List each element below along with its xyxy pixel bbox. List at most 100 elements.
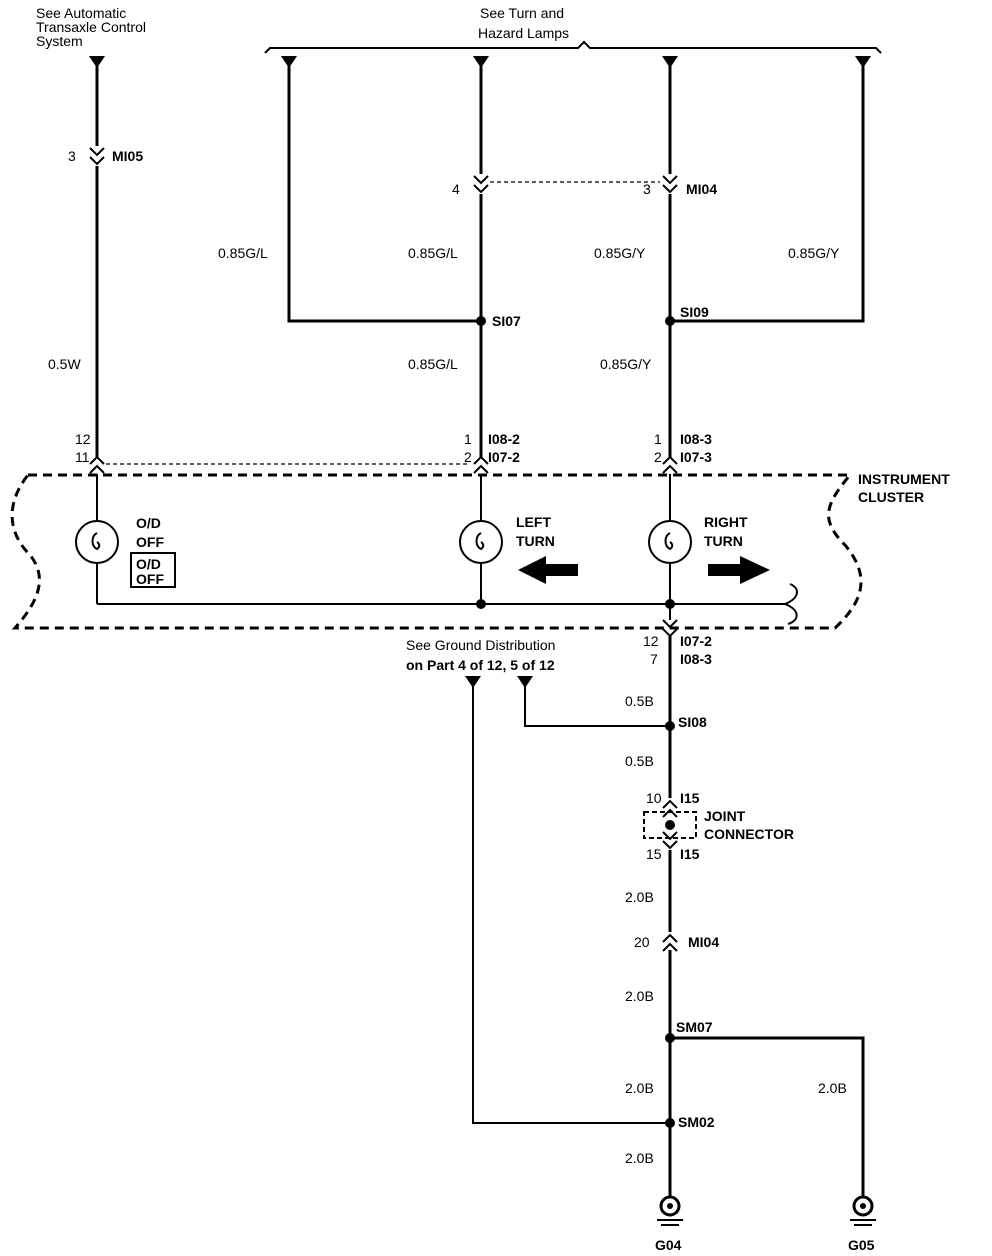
svg-text:Transaxle Control: Transaxle Control — [36, 19, 146, 35]
svg-text:I07-2: I07-2 — [680, 633, 712, 649]
svg-text:O/D: O/D — [136, 515, 161, 531]
svg-text:2.0B: 2.0B — [625, 1080, 654, 1096]
svg-text:2.0B: 2.0B — [625, 988, 654, 1004]
lamp-od-off: O/D OFF — [75, 515, 164, 564]
note-turn-hazard: See Turn and Hazard Lamps — [478, 5, 569, 41]
svg-text:CONNECTOR: CONNECTOR — [704, 826, 794, 842]
svg-text:I08-3: I08-3 — [680, 431, 712, 447]
cluster-wires — [96, 474, 798, 625]
svg-text:2.0B: 2.0B — [625, 1150, 654, 1166]
svg-text:JOINT: JOINT — [704, 808, 746, 824]
right-arrow-icon — [708, 556, 770, 584]
svg-text:CLUSTER: CLUSTER — [858, 489, 924, 505]
svg-text:12: 12 — [643, 633, 659, 649]
svg-text:SM07: SM07 — [676, 1019, 713, 1035]
svg-text:7: 7 — [650, 651, 658, 667]
wire-labels-bottom: 0.5B 0.5B 2.0B 2.0B 2.0B 2.0B 2.0B — [625, 693, 847, 1166]
svg-text:0.85G/Y: 0.85G/Y — [600, 356, 652, 372]
svg-text:I15: I15 — [680, 846, 700, 862]
svg-text:OFF: OFF — [136, 571, 164, 587]
lamp-right-turn: RIGHT TURN — [648, 514, 748, 564]
instrument-cluster-boundary — [10, 473, 863, 630]
svg-text:SI09: SI09 — [680, 304, 709, 320]
splice-sm07: SM07 — [665, 1019, 713, 1043]
svg-text:0.5W: 0.5W — [48, 356, 81, 372]
svg-text:20: 20 — [634, 934, 650, 950]
joint-connector: 10 I15 15 I15 JOINT CONNECTOR — [643, 790, 794, 862]
svg-text:12: 12 — [75, 431, 91, 447]
svg-text:3: 3 — [643, 181, 651, 197]
svg-text:RIGHT: RIGHT — [704, 514, 748, 530]
connector-cluster-ground: 12 7 I07-2 I08-3 — [643, 619, 712, 667]
svg-text:0.5B: 0.5B — [625, 753, 654, 769]
connector-cluster-right: 1 2 I08-3 I07-3 — [654, 431, 712, 474]
connector-cluster-left: 12 11 — [75, 431, 105, 474]
svg-text:SI08: SI08 — [678, 714, 707, 730]
svg-text:OFF: OFF — [136, 534, 164, 550]
svg-text:4: 4 — [452, 181, 460, 197]
svg-text:See Automatic: See Automatic — [36, 5, 126, 21]
left-arrow-icon — [518, 556, 578, 584]
splice-sm02: SM02 — [665, 1114, 715, 1130]
svg-text:MI04: MI04 — [686, 181, 717, 197]
note-ground-distribution: See Ground Distribution on Part 4 of 12,… — [406, 637, 555, 673]
svg-text:I08-2: I08-2 — [488, 431, 520, 447]
splice-si07: SI07 — [476, 313, 521, 329]
svg-text:INSTRUMENT: INSTRUMENT — [858, 471, 950, 487]
svg-text:15: 15 — [646, 846, 662, 862]
svg-text:SM02: SM02 — [678, 1114, 715, 1130]
svg-text:2.0B: 2.0B — [625, 889, 654, 905]
terminal-arrows-top — [89, 56, 871, 68]
cluster-title: INSTRUMENT CLUSTER — [858, 471, 950, 505]
od-off-indicator-box: O/D OFF — [130, 552, 176, 588]
svg-text:1: 1 — [464, 431, 472, 447]
splice-si09: SI09 — [665, 304, 709, 326]
svg-text:11: 11 — [75, 449, 90, 465]
svg-text:G04: G04 — [655, 1237, 682, 1253]
svg-text:See Ground Distribution: See Ground Distribution — [406, 637, 555, 653]
ground-g04-icon: G04 — [655, 1195, 683, 1253]
connector-mi04-ground: 20 MI04 — [634, 933, 719, 952]
wire-labels-top: 0.85G/L 0.85G/L 0.85G/Y 0.85G/Y 0.5W 0.8… — [48, 245, 840, 372]
svg-text:0.85G/Y: 0.85G/Y — [594, 245, 646, 261]
svg-text:I07-2: I07-2 — [488, 449, 520, 465]
lamp-left-turn: LEFT TURN — [459, 514, 555, 564]
svg-text:0.85G/L: 0.85G/L — [408, 245, 458, 261]
svg-text:10: 10 — [646, 790, 662, 806]
svg-text:3: 3 — [68, 148, 76, 164]
connector-mi05: 3 MI05 — [68, 147, 143, 166]
svg-text:SI07: SI07 — [492, 313, 521, 329]
connector-cluster-mid: 1 2 I08-2 I07-2 — [464, 431, 520, 474]
brace-line — [264, 40, 882, 54]
svg-text:System: System — [36, 33, 83, 49]
svg-text:0.85G/L: 0.85G/L — [218, 245, 268, 261]
top-wires — [95, 66, 865, 457]
ground-distribution-wires — [465, 676, 670, 1124]
ground-trunk — [668, 636, 865, 1198]
svg-text:1: 1 — [654, 431, 662, 447]
svg-text:on Part 4 of 12, 5 of 12: on Part 4 of 12, 5 of 12 — [406, 657, 555, 673]
svg-text:0.85G/L: 0.85G/L — [408, 356, 458, 372]
svg-text:I15: I15 — [680, 790, 700, 806]
svg-text:2: 2 — [464, 449, 472, 465]
svg-text:I08-3: I08-3 — [680, 651, 712, 667]
svg-text:See Turn and: See Turn and — [480, 5, 564, 21]
svg-text:TURN: TURN — [704, 533, 743, 549]
svg-text:0.85G/Y: 0.85G/Y — [788, 245, 840, 261]
svg-text:0.5B: 0.5B — [625, 693, 654, 709]
svg-text:LEFT: LEFT — [516, 514, 551, 530]
svg-text:2.0B: 2.0B — [818, 1080, 847, 1096]
splice-si08: SI08 — [665, 714, 707, 731]
note-atcs: See Automatic Transaxle Control System — [36, 5, 146, 49]
svg-text:TURN: TURN — [516, 533, 555, 549]
ground-g05-icon: G05 — [848, 1195, 876, 1253]
svg-text:G05: G05 — [848, 1237, 875, 1253]
svg-text:MI05: MI05 — [112, 148, 143, 164]
svg-text:MI04: MI04 — [688, 934, 719, 950]
connector-mi04-top: 4 3 MI04 — [452, 175, 717, 197]
svg-text:I07-3: I07-3 — [680, 449, 712, 465]
svg-text:2: 2 — [654, 449, 662, 465]
svg-text:O/D: O/D — [136, 556, 161, 572]
svg-text:Hazard Lamps: Hazard Lamps — [478, 25, 569, 41]
